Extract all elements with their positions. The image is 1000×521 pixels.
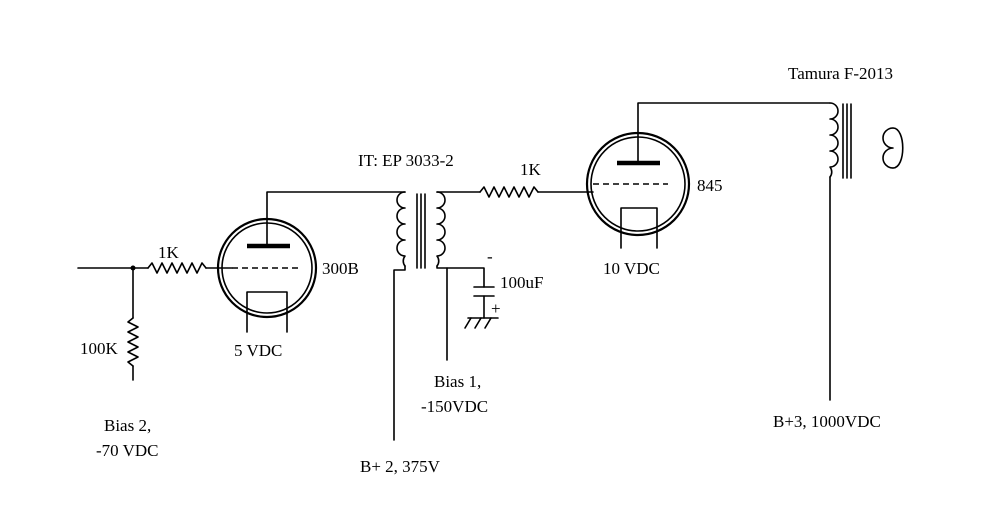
label-bias1-line2: -150VDC: [421, 397, 488, 416]
label-cap-minus: -: [487, 247, 493, 266]
plate-wire-300b: [266, 191, 406, 247]
bplus2-wire: [393, 265, 406, 441]
label-heater-845: 10 VDC: [603, 259, 660, 278]
plate-wire-845: [637, 102, 831, 164]
interstage-transformer: [396, 191, 446, 269]
grid-resistor-2: [479, 186, 539, 198]
label-bplus2: B+ 2, 375V: [360, 457, 441, 476]
label-bias2-line1: Bias 2,: [104, 416, 151, 435]
cap-wire-top: [446, 267, 485, 288]
input-wire: [77, 265, 149, 271]
bias1-wire: [436, 265, 448, 361]
ground-symbol: [464, 317, 499, 329]
label-bias1-line1: Bias 1,: [434, 372, 481, 391]
filament-300b: [246, 291, 288, 333]
filament-845: [620, 207, 658, 249]
label-output-transformer: Tamura F-2013: [788, 64, 893, 83]
label-tube-300b: 300B: [322, 259, 359, 278]
label-bias2-line2: -70 VDC: [96, 441, 159, 460]
label-cap-plus: +: [491, 299, 501, 318]
grid-resistor-1: [147, 262, 207, 274]
output-transformer: [829, 102, 904, 179]
label-bplus3: B+3, 1000VDC: [773, 412, 881, 431]
label-tube-845: 845: [697, 176, 723, 195]
label-grid-resistor-1: 1K: [158, 243, 180, 262]
label-bias-resistor: 100K: [80, 339, 119, 358]
bias-resistor-100k: [127, 267, 139, 381]
label-capacitor: 100uF: [500, 273, 543, 292]
label-heater-300b: 5 VDC: [234, 341, 282, 360]
capacitor-100uf: [473, 286, 495, 319]
label-grid-resistor-2: 1K: [520, 160, 542, 179]
label-interstage-transformer: IT: EP 3033-2: [358, 151, 454, 170]
